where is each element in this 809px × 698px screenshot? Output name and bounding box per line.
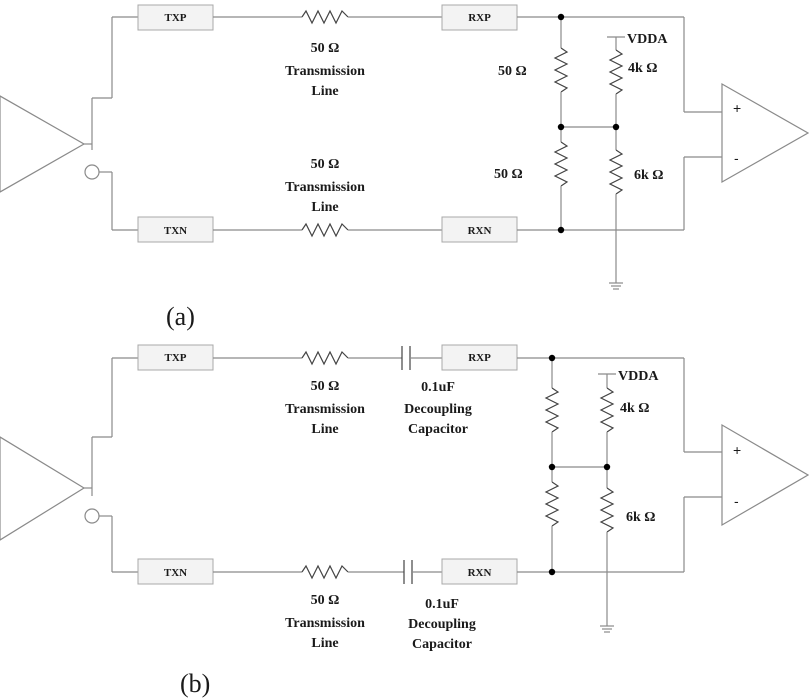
bias-top-label-a: 4k Ω: [628, 61, 658, 76]
term-bottom-label-a: 50 Ω: [494, 167, 523, 182]
figure-b: TXP RXP 50 Ω Transmission Line 0.1uF Dec…: [0, 344, 809, 698]
bias-resistor-top-a: [608, 49, 624, 95]
rxn-box-a: [441, 216, 518, 243]
rxp-label-a: RXP: [468, 12, 491, 24]
rxp-box-a: [441, 4, 518, 31]
line-text2-bottom-a: Line: [311, 200, 338, 215]
txn-box-a: [137, 216, 214, 243]
term-resistor-top-b: [544, 387, 560, 433]
junction-dot: [557, 13, 565, 21]
junction-dot: [612, 123, 620, 131]
junction-dot: [548, 463, 556, 471]
line-resistor-top-b: [301, 350, 349, 366]
line-resistor-bottom-b: [301, 564, 349, 580]
bias-top-label-b: 4k Ω: [620, 401, 650, 416]
junction-dot: [548, 354, 556, 362]
line-resistor-bottom-a: [301, 222, 349, 238]
line-text-top-b: Transmission: [285, 402, 365, 417]
junction-dot: [548, 568, 556, 576]
rxn-label-b: RXN: [468, 567, 492, 579]
rxp-label-b: RXP: [468, 352, 491, 364]
cap-text2-top-b: Capacitor: [408, 422, 468, 437]
rxn-label-a: RXN: [468, 225, 492, 237]
line-ohm-top-b: 50 Ω: [311, 379, 340, 394]
ground-symbol-a: [609, 282, 623, 290]
capacitor-top-b: [401, 346, 411, 370]
caption-b: (b): [180, 669, 210, 698]
vdda-label-a: VDDA: [627, 32, 668, 47]
rxn-box-b: [441, 558, 518, 585]
term-resistor-bottom-a: [553, 141, 569, 187]
cap-value-top-b: 0.1uF: [421, 380, 455, 395]
receiver-triangle-a: [721, 82, 809, 184]
line-text2-top-a: Line: [311, 84, 338, 99]
bias-bottom-label-b: 6k Ω: [626, 510, 656, 525]
cap-text-bottom-b: Decoupling: [408, 617, 476, 632]
minus-sign-a: -: [734, 150, 739, 166]
line-text-top-a: Transmission: [285, 64, 365, 79]
line-ohm-bottom-a: 50 Ω: [311, 157, 340, 172]
line-text2-bottom-b: Line: [311, 636, 338, 651]
minus-sign-b: -: [734, 493, 739, 509]
term-resistor-bottom-b: [544, 481, 560, 527]
line-text-bottom-a: Transmission: [285, 180, 365, 195]
txp-box-a: [137, 4, 214, 31]
term-top-label-a: 50 Ω: [498, 64, 527, 79]
receiver-triangle-b: [721, 423, 809, 527]
bias-resistor-top-b: [599, 387, 615, 433]
txn-label-a: TXN: [164, 225, 187, 237]
cap-value-bottom-b: 0.1uF: [425, 597, 459, 612]
cap-text-top-b: Decoupling: [404, 402, 472, 417]
plus-sign-b: +: [733, 442, 741, 458]
inverting-bubble-b: [84, 508, 100, 524]
bias-resistor-bottom-b: [599, 487, 615, 533]
bias-resistor-bottom-a: [608, 149, 624, 195]
junction-dot: [557, 226, 565, 234]
ground-symbol-b: [600, 625, 614, 633]
term-resistor-top-a: [553, 47, 569, 93]
line-ohm-top-a: 50 Ω: [311, 41, 340, 56]
plus-sign-a: +: [733, 100, 741, 116]
txp-label-b: TXP: [165, 352, 187, 364]
line-ohm-bottom-b: 50 Ω: [311, 593, 340, 608]
junction-dot: [603, 463, 611, 471]
txp-box-b: [137, 344, 214, 371]
caption-a: (a): [166, 302, 195, 331]
figure-a: TXP RXP 50 Ω Transmission Line TXN RXN 5…: [0, 4, 809, 331]
bias-bottom-label-a: 6k Ω: [634, 168, 664, 183]
txn-label-b: TXN: [164, 567, 187, 579]
cap-text2-bottom-b: Capacitor: [412, 637, 472, 652]
line-text2-top-b: Line: [311, 422, 338, 437]
txp-label-a: TXP: [165, 12, 187, 24]
rxp-box-b: [441, 344, 518, 371]
line-text-bottom-b: Transmission: [285, 616, 365, 631]
capacitor-bottom-b: [403, 560, 413, 584]
junction-dot: [557, 123, 565, 131]
inverting-bubble-a: [84, 164, 100, 180]
driver-triangle-a: [0, 95, 86, 193]
line-resistor-top-a: [301, 9, 349, 25]
vdda-label-b: VDDA: [618, 369, 659, 384]
driver-triangle-b: [0, 436, 86, 541]
